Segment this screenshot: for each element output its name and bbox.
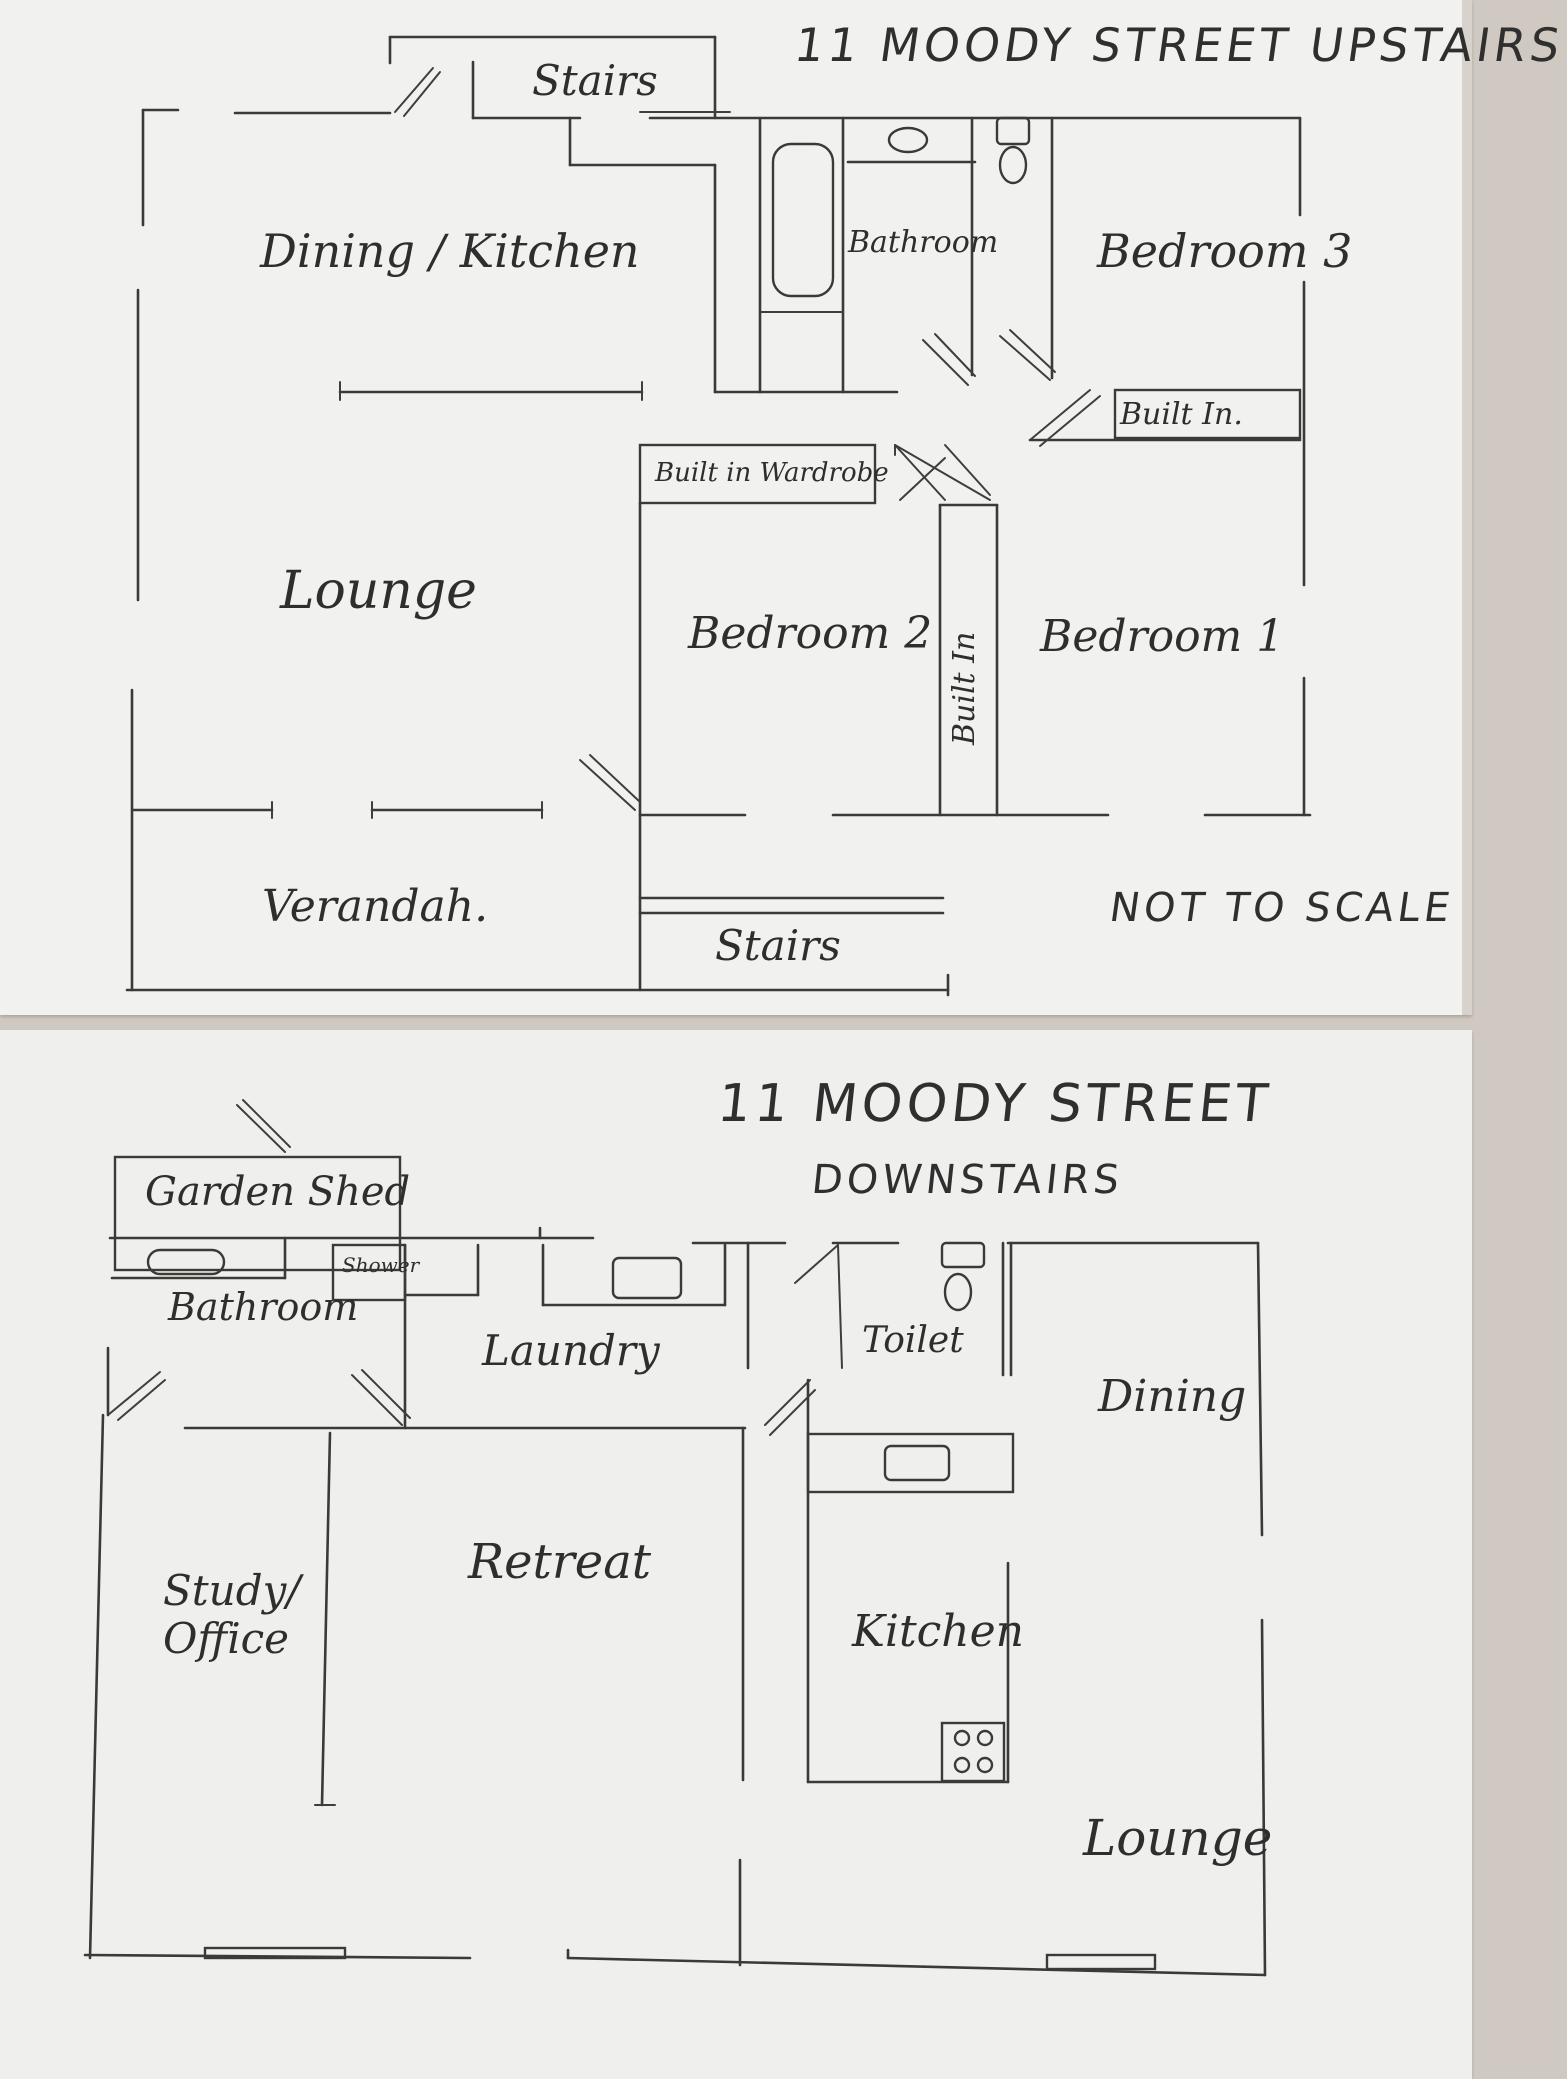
room-label-bedroom-3: Bedroom 3: [1097, 224, 1353, 278]
not-to-scale-note: NOT TO SCALE: [1106, 885, 1457, 931]
downstairs-title-line2: DOWNSTAIRS: [809, 1157, 1126, 1203]
room-label-kitchen: Kitchen: [852, 1606, 1024, 1657]
downstairs-walls-drawing: [83, 1099, 1267, 1977]
upstairs-title: 11 MOODY STREET UPSTAIRS: [791, 18, 1567, 72]
room-label-built-in-right: Built In.: [1120, 397, 1243, 432]
room-label-verandah: Verandah.: [262, 881, 489, 932]
room-label-bedroom-2: Bedroom 2: [688, 608, 933, 659]
room-label-bathroom-downstairs: Bathroom: [168, 1285, 359, 1329]
room-label-built-in-wardrobe: Built in Wardrobe: [655, 458, 889, 488]
room-label-shower: Shower: [342, 1253, 420, 1277]
downstairs-floor-plan-sheet: 11 MOODY STREET DOWNSTAIRS Garden Shed S…: [0, 1030, 1472, 2079]
upstairs-floor-plan-sheet: 11 MOODY STREET UPSTAIRS Stairs Dining /…: [0, 0, 1567, 1015]
downstairs-title-line1: 11 MOODY STREET: [714, 1074, 1275, 1134]
room-label-retreat: Retreat: [468, 1534, 652, 1590]
room-label-bathroom-upstairs: Bathroom: [848, 225, 999, 260]
room-label-study-office-line1: Study/: [163, 1566, 301, 1615]
upstairs-walls-drawing: [125, 35, 1312, 997]
room-label-toilet: Toilet: [862, 1320, 964, 1361]
room-label-bedroom-1: Bedroom 1: [1040, 611, 1285, 662]
room-label-study-office-line2: Office: [163, 1614, 289, 1663]
room-label-dining-kitchen: Dining / Kitchen: [260, 224, 640, 278]
room-label-lounge-downstairs: Lounge: [1083, 1809, 1273, 1867]
room-label-stairs-bottom: Stairs: [715, 921, 841, 970]
room-label-dining: Dining: [1098, 1371, 1247, 1422]
sheet-edge: [1462, 0, 1472, 1015]
room-label-lounge-upstairs: Lounge: [280, 561, 477, 621]
room-label-built-in-vertical: Built In: [947, 631, 982, 745]
room-label-garden-shed: Garden Shed: [145, 1169, 411, 1215]
room-label-laundry: Laundry: [482, 1326, 660, 1375]
room-label-stairs-top: Stairs: [532, 56, 658, 105]
